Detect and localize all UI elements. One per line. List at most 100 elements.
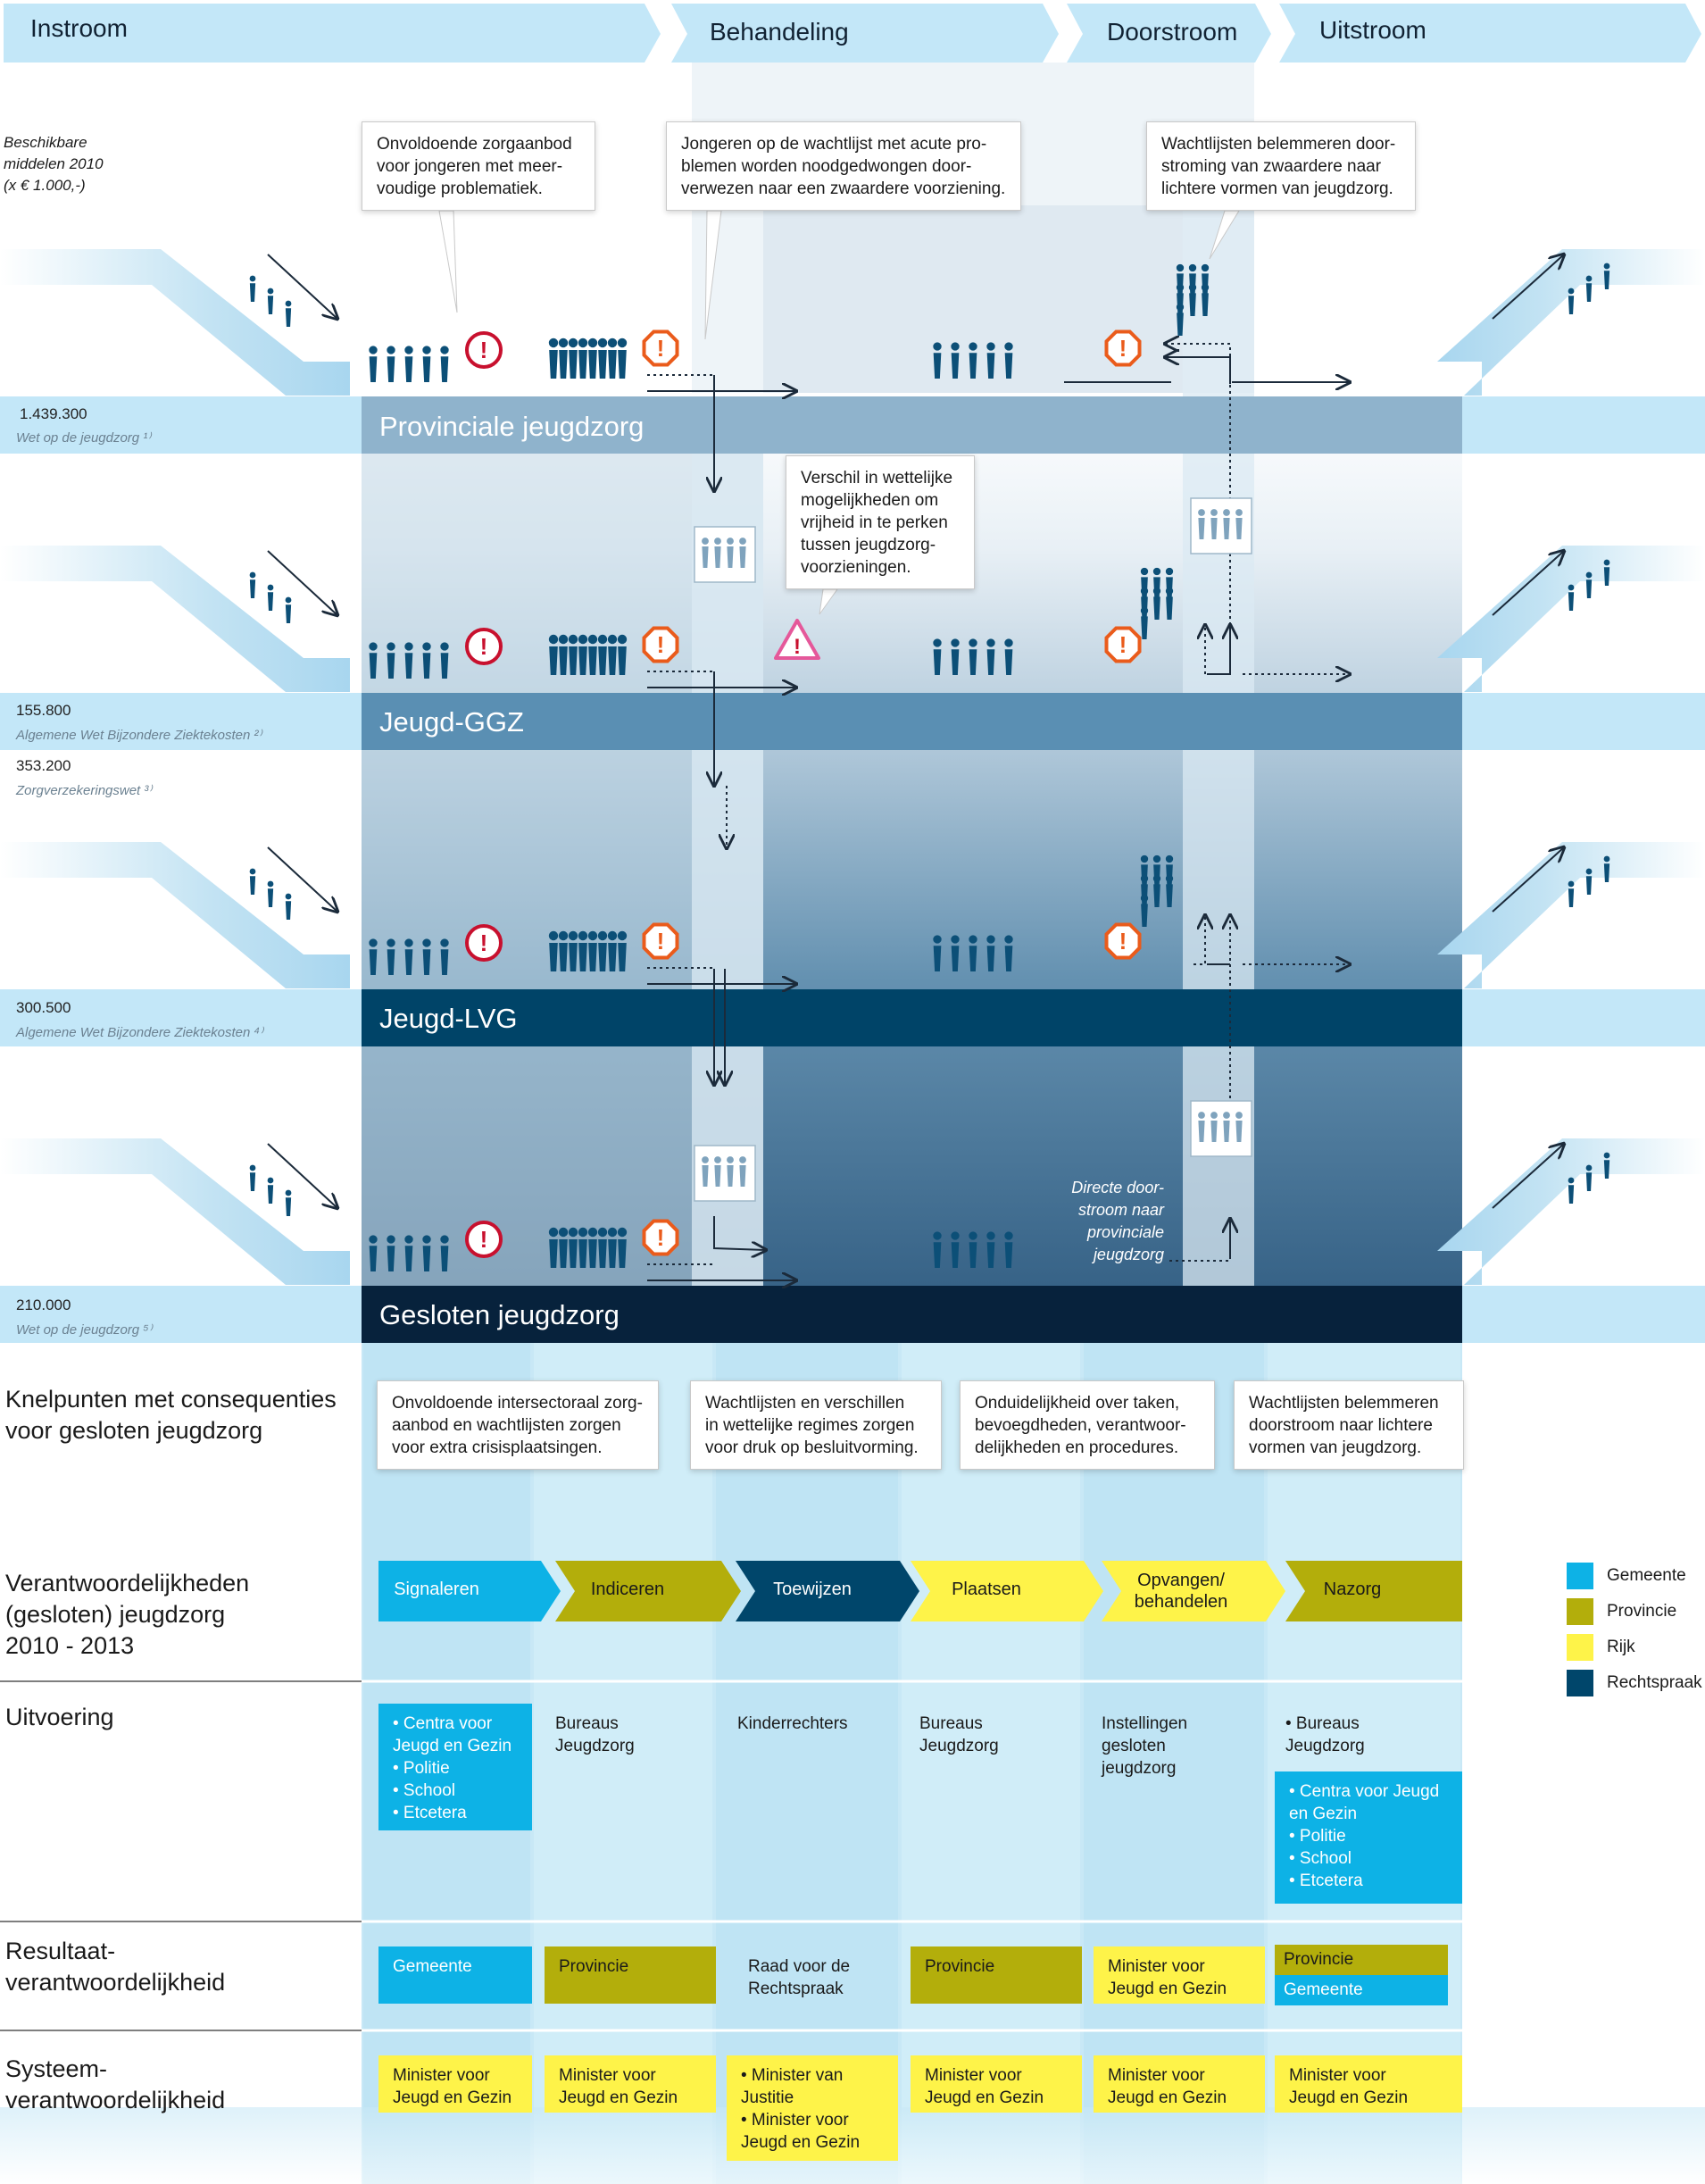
person-icon [986, 342, 995, 351]
arrow-instroom [267, 550, 337, 615]
person-icon [559, 943, 568, 971]
person-icon [369, 356, 378, 382]
attention-circle-icon [465, 331, 503, 369]
person-icon [387, 356, 395, 382]
person-icon [933, 649, 942, 675]
person-icon [1603, 863, 1610, 882]
waiting-person-icon [1223, 1112, 1230, 1119]
crowd-icon [1201, 283, 1210, 292]
person-icon [285, 1197, 292, 1216]
person-icon [559, 646, 568, 675]
person-icon [1004, 649, 1013, 675]
crowd-icon [1166, 596, 1173, 620]
person-icon [933, 1231, 942, 1240]
person-icon [607, 1227, 618, 1238]
resultaat-indiceren: Provincie [545, 1946, 716, 2004]
person-icon [1004, 342, 1013, 351]
person-icon [597, 338, 608, 348]
band-label-provinciale: Provinciale jeugdzorg [379, 411, 645, 442]
person-icon [951, 649, 960, 675]
callout-pointer [819, 588, 838, 615]
knelpunt-onduidelijkheid: Onduidelijkheid over taken, bevoegdheden… [960, 1380, 1215, 1470]
person-icon [549, 350, 558, 379]
band-right-strip [1462, 693, 1705, 750]
stop-sign-icon: ! [657, 1224, 665, 1251]
band-label-gesloten: Gesloten jeugdzorg [379, 1299, 620, 1330]
systeem-title: Systeem- verantwoordelijkheid [5, 2055, 226, 2113]
person-icon [617, 1227, 628, 1238]
process-chevron [1285, 1561, 1462, 1621]
waiting-person-icon [1210, 518, 1218, 539]
person-icon [440, 1246, 449, 1271]
escalator-up [1437, 249, 1705, 396]
escalator-up [1437, 842, 1705, 988]
person-icon [618, 646, 627, 675]
person-icon [249, 868, 256, 875]
waiting-person-icon [1210, 509, 1218, 516]
person-icon [1004, 935, 1013, 944]
person-icon [588, 943, 597, 971]
crowd-icon [1140, 606, 1149, 615]
person-icon [598, 646, 607, 675]
person-icon [588, 350, 597, 379]
person-icon [933, 353, 942, 379]
stop-sign-icon: ! [657, 335, 665, 362]
direct-doorstroom-note: Directe door- stroom naar provinciale je… [1071, 1179, 1164, 1263]
band-bar [362, 989, 1462, 1046]
responsibility-column [1268, 1343, 1460, 2184]
person-icon [249, 1172, 256, 1191]
person-icon [1585, 283, 1593, 302]
attention-circle-icon: ! [480, 929, 488, 956]
crowd-icon [1141, 616, 1148, 639]
person-icon [986, 353, 995, 379]
person-icon [587, 634, 598, 645]
waiting-person-icon [1223, 509, 1230, 516]
person-icon [969, 935, 977, 944]
person-icon [440, 356, 449, 382]
band-bar [362, 396, 1462, 454]
person-icon [951, 342, 960, 351]
person-icon [369, 1235, 378, 1244]
person-icon [986, 1242, 995, 1268]
person-icon [969, 1231, 977, 1240]
person-icon [1603, 271, 1610, 289]
person-icon [986, 946, 995, 971]
attention-circle-icon [465, 628, 503, 665]
crowd-icon [1176, 303, 1185, 312]
stop-sign-icon [642, 626, 679, 663]
funds-header: Beschikbare middelen 2010 (x € 1.000,-) [4, 134, 104, 194]
systeem-toewijzen: • Minister van Justitie • Minister voor … [727, 2055, 898, 2161]
person-icon [597, 634, 608, 645]
person-icon [549, 943, 558, 971]
crowd-icon [1201, 263, 1210, 272]
person-icon [1568, 1177, 1575, 1184]
person-icon [285, 1189, 292, 1196]
waiting-person-icon [1210, 1121, 1218, 1142]
step-toewijzen: Toewijzen [773, 1580, 852, 1599]
person-icon [404, 356, 413, 382]
person-icon [422, 938, 431, 947]
waiting-person-icon [702, 1156, 709, 1163]
person-icon [608, 1239, 617, 1268]
resultaat-nazorg-gemeente: Gemeente [1275, 1975, 1448, 2005]
person-icon [569, 943, 578, 971]
phase-uitstroom: Uitstroom [1319, 16, 1426, 44]
band-left-strip [0, 989, 362, 1046]
waiting-person-icon [1198, 1112, 1205, 1119]
crowd-icon [1140, 587, 1149, 596]
waiting-person-icon [1198, 518, 1205, 539]
person-icon [404, 949, 413, 975]
person-icon [951, 946, 960, 971]
stop-sign-icon [1104, 626, 1142, 663]
resultaat-title: Resultaat- verantwoordelijkheid [5, 1938, 226, 1996]
stop-sign-icon: ! [1119, 928, 1127, 954]
person-icon [578, 930, 588, 941]
person-icon [440, 653, 449, 679]
knelpunt-besluitvorming: Wachtlijsten en verschillen in wettelijk… [690, 1380, 942, 1470]
systeem-indiceren: Minister voor Jeugd en Gezin [545, 2055, 716, 2113]
person-icon [578, 1239, 587, 1268]
band-right-strip [1462, 1286, 1705, 1343]
fund-law-ggz-zvw: Zorgverzekeringswet ³⁾ [16, 783, 153, 798]
person-icon [969, 638, 977, 647]
crowd-icon [1165, 567, 1174, 576]
